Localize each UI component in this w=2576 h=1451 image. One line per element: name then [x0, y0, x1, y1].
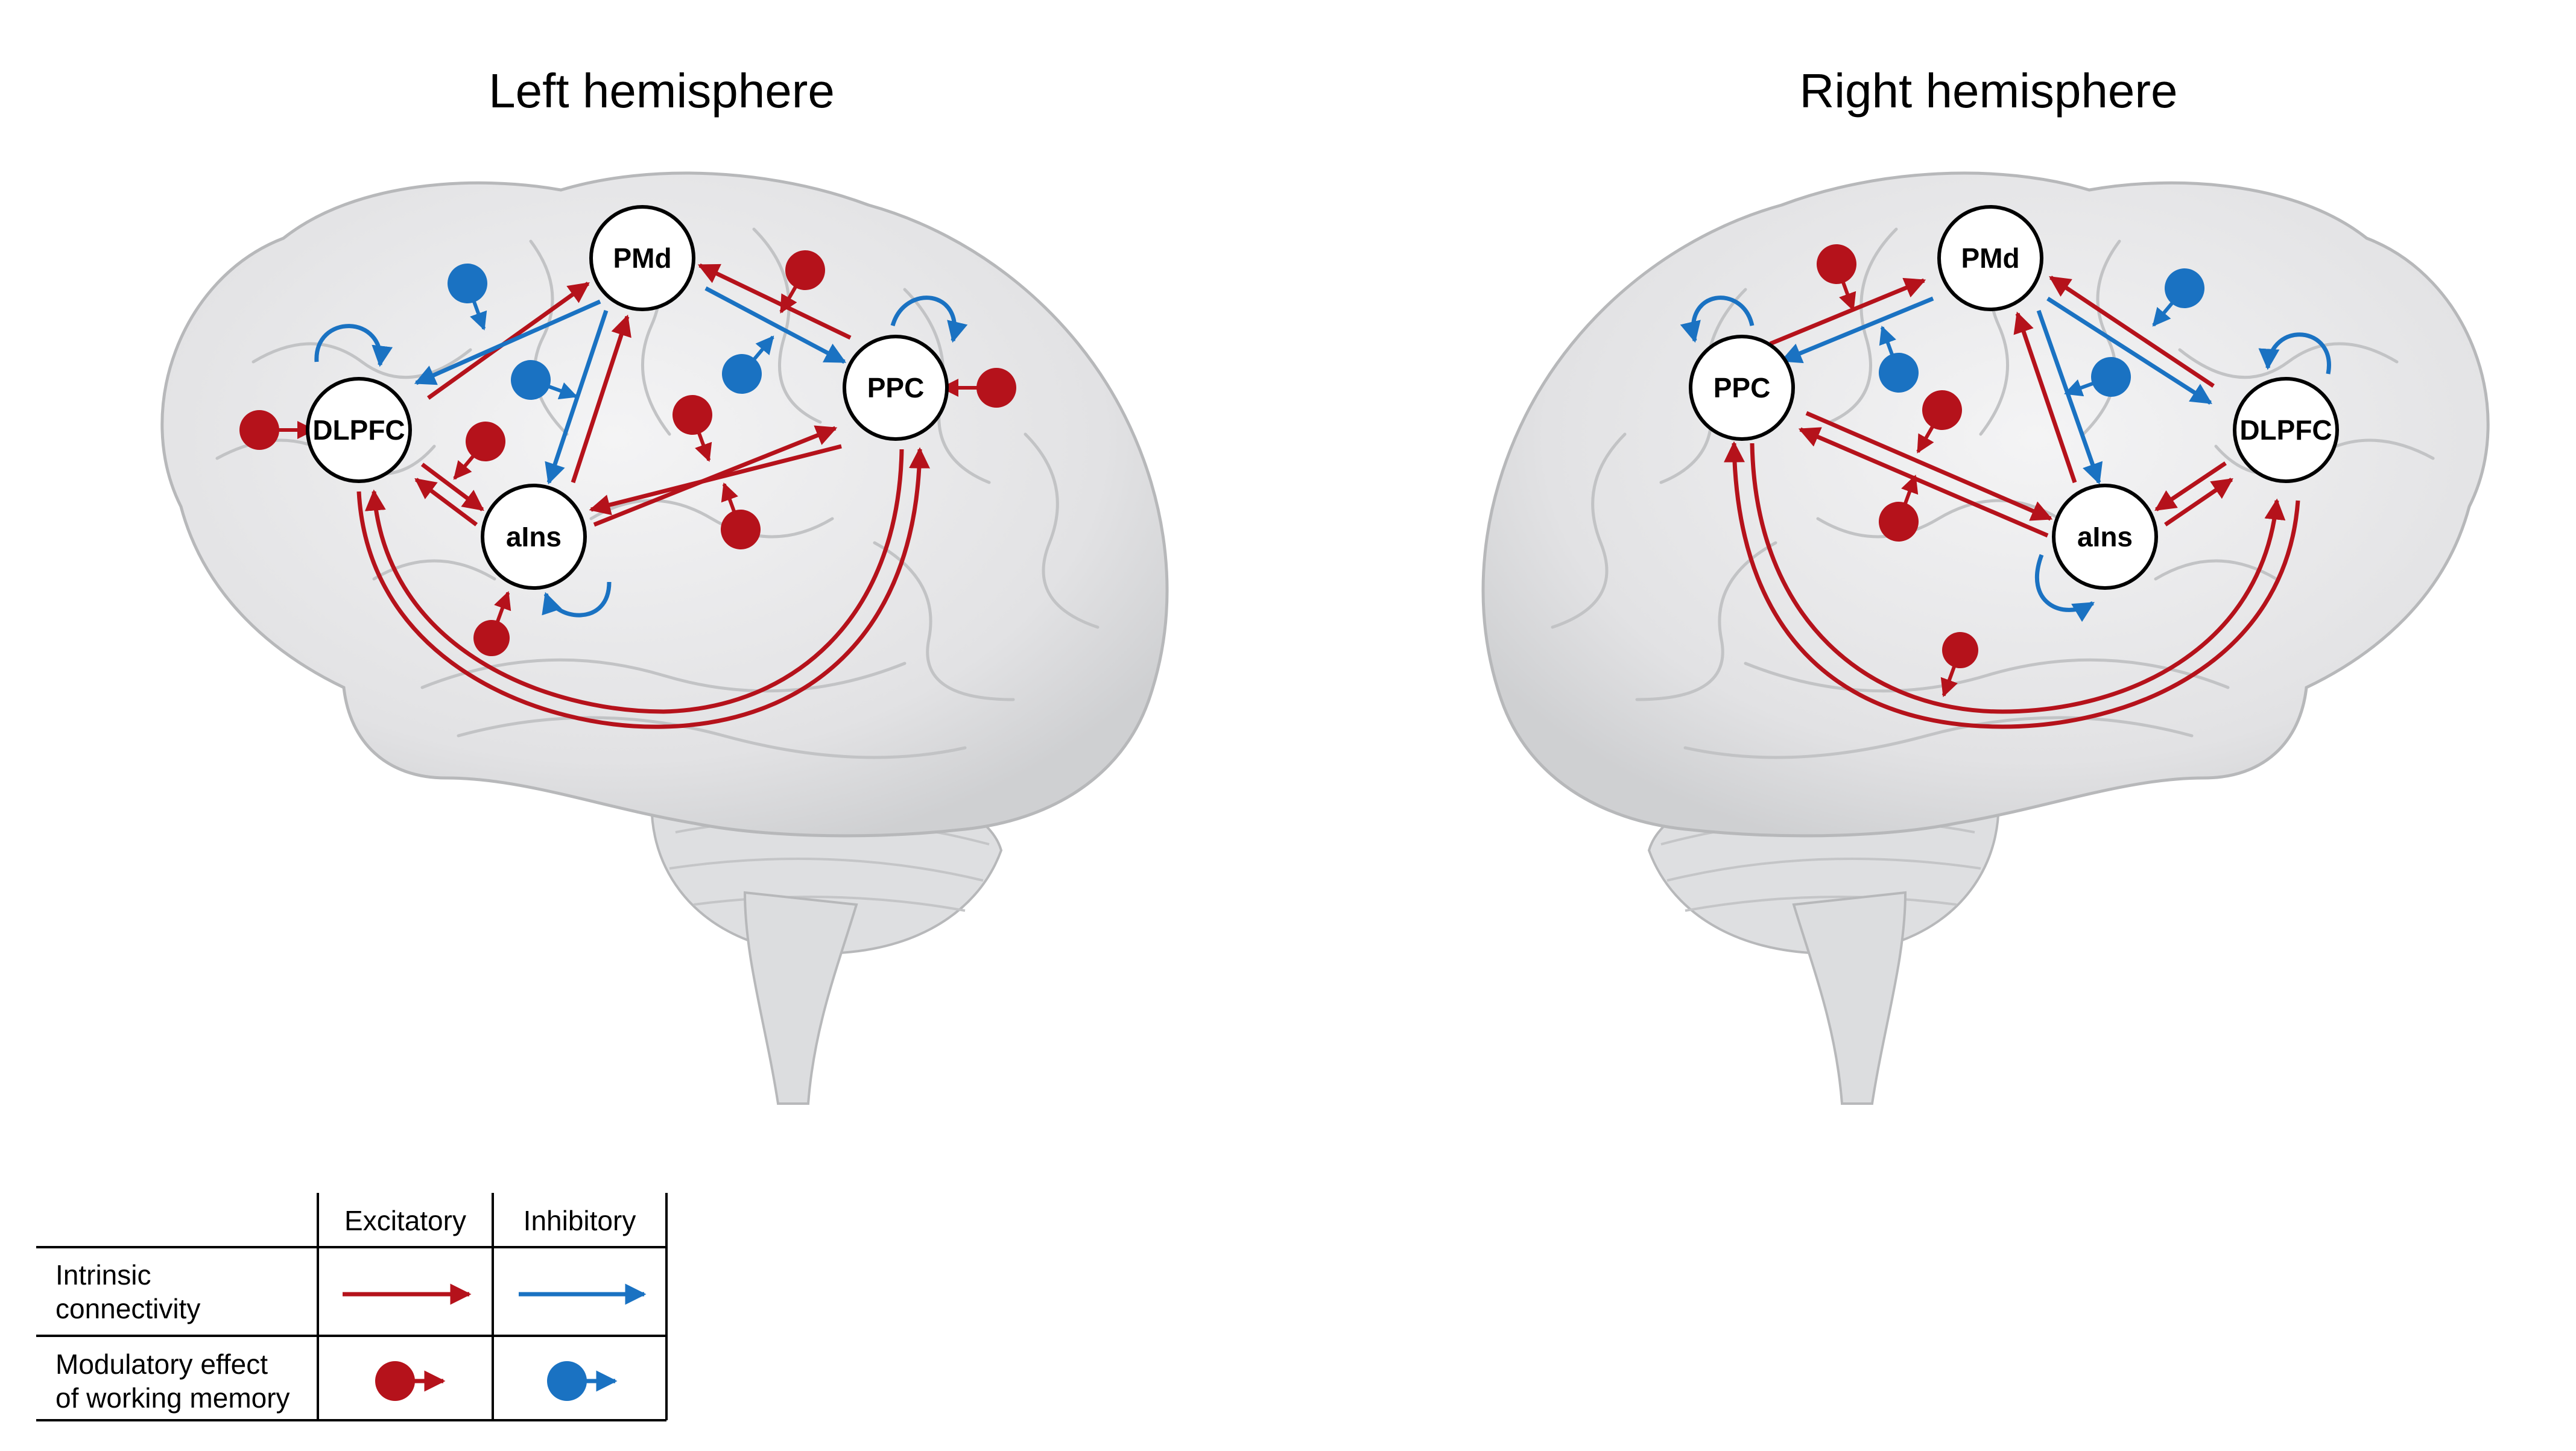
- legend-row-intrinsic-line2: connectivity: [55, 1293, 200, 1324]
- right-node-ppc: PPC: [1689, 335, 1795, 441]
- right-self-loop-ains: [2035, 554, 2095, 622]
- right-edge-dlpfc-to-ains-exc: [2154, 461, 2227, 511]
- right-node-dlpfc-label: DLPFC: [2239, 414, 2332, 446]
- left-hemisphere-title: Left hemisphere: [489, 64, 835, 118]
- right-brain: [1481, 171, 2490, 1105]
- legend-row-modulatory-line1: Modulatory effect: [55, 1348, 268, 1380]
- left-mod-excitatory-7: [473, 591, 511, 656]
- left-node-ains-label: aIns: [506, 521, 562, 552]
- left-node-dlpfc: DLPFC: [306, 377, 412, 483]
- left-mod-inhibitory-1: [448, 264, 487, 330]
- left-edge-dlpfc-to-ains-exc: [420, 463, 484, 511]
- right-mod-excitatory-3: [1879, 475, 1919, 542]
- right-mod-inhibitory-1: [1879, 326, 1919, 393]
- right-edge-ains-to-pmd-exc: [2013, 311, 2077, 484]
- left-node-pmd-label: PMd: [613, 242, 671, 274]
- left-mod-excitatory-1: [239, 410, 315, 450]
- left-mod-excitatory-3: [779, 250, 825, 314]
- left-edge-ppc-to-dlpfc-exc: [364, 449, 904, 714]
- left-self-loop-dlpfc: [314, 324, 393, 367]
- right-edge-ains-to-dlpfc-exc: [2164, 478, 2233, 526]
- right-edge-ppc-to-ains-exc: [1805, 411, 2053, 521]
- right-edge-dlpfc-to-pmd-exc: [2049, 276, 2215, 388]
- left-mod-excitatory-5: [721, 482, 761, 549]
- right-network: [1680, 276, 2331, 729]
- legend-row-modulatory-line2: of working memory: [55, 1382, 290, 1414]
- right-hemisphere-title: Right hemisphere: [1800, 64, 2178, 118]
- legend-row-intrinsic-line1: Intrinsic: [55, 1259, 151, 1291]
- right-mod-excitatory-1: [1817, 244, 1856, 311]
- right-mod-excitatory-4: [1940, 632, 1978, 697]
- left-node-ains: aIns: [481, 484, 587, 590]
- legend-col-inhibitory: Inhibitory: [524, 1205, 636, 1236]
- left-network: [314, 263, 968, 729]
- right-node-pmd-label: PMd: [1961, 242, 2019, 274]
- legend-grid: [36, 1193, 668, 1421]
- right-mod-inhibitory-2: [2064, 357, 2131, 397]
- legend-excitatory-modulator: [375, 1361, 446, 1401]
- legend-col-excitatory: Excitatory: [344, 1205, 466, 1236]
- right-edge-ains-to-ppc-exc: [1798, 427, 2049, 538]
- left-edge-dlpfc-to-ppc-exc: [356, 447, 930, 729]
- left-edge-pmd-to-dlpfc-inh: [414, 299, 601, 385]
- left-mod-inhibitory-2: [511, 360, 578, 400]
- left-edge-ains-to-pmd-exc: [571, 314, 631, 484]
- right-edge-pmd-to-ains-inh: [2036, 309, 2103, 485]
- left-mod-excitatory-6: [940, 368, 1016, 408]
- right-mod-excitatory-2: [1916, 390, 1962, 454]
- left-mod-excitatory-4: [672, 395, 712, 462]
- right-edge-pmd-to-ppc-inh: [1780, 296, 1934, 364]
- left-self-loop-ains: [542, 581, 612, 618]
- right-modulators: [1817, 244, 2204, 697]
- left-node-ppc-label: PPC: [867, 372, 925, 403]
- left-node-dlpfc-label: DLPFC: [312, 414, 405, 446]
- right-brainstem: [1792, 891, 1907, 1105]
- right-edge-ppc-to-dlpfc-exc: [1750, 443, 2286, 714]
- legend-inhibitory-modulator: [547, 1361, 618, 1401]
- right-node-pmd: PMd: [1937, 205, 2043, 311]
- right-node-dlpfc: DLPFC: [2233, 377, 2339, 483]
- left-mod-inhibitory-3: [722, 335, 774, 394]
- left-edge-pmd-to-ppc-inh: [704, 286, 847, 364]
- right-mod-inhibitory-3: [2152, 268, 2204, 327]
- right-self-loop-ppc: [1680, 296, 1755, 343]
- left-edge-ains-to-dlpfc-exc: [414, 478, 478, 526]
- left-self-loop-ppc: [890, 296, 968, 343]
- left-edge-ppc-to-ains-exc: [589, 444, 842, 516]
- left-brain: [160, 171, 1169, 1105]
- left-node-ppc: PPC: [843, 335, 949, 441]
- left-edge-ppc-to-pmd-exc: [697, 263, 852, 340]
- right-node-ppc-label: PPC: [1714, 372, 1771, 403]
- right-node-ains: aIns: [2052, 484, 2158, 590]
- legend-table: Excitatory Inhibitory Intrinsic connecti…: [36, 1193, 668, 1421]
- left-mod-excitatory-2: [453, 422, 505, 480]
- right-edge-ppc-to-pmd-exc: [1769, 277, 1926, 346]
- right-self-loop-dlpfc: [2258, 332, 2331, 375]
- right-node-ains-label: aIns: [2077, 521, 2133, 552]
- right-edge-dlpfc-to-ppc-exc: [1723, 441, 2300, 729]
- left-node-pmd: PMd: [589, 205, 695, 311]
- left-modulators: [239, 250, 1016, 656]
- left-brainstem: [743, 891, 858, 1105]
- right-edge-pmd-to-dlpfc-inh: [2046, 297, 2212, 405]
